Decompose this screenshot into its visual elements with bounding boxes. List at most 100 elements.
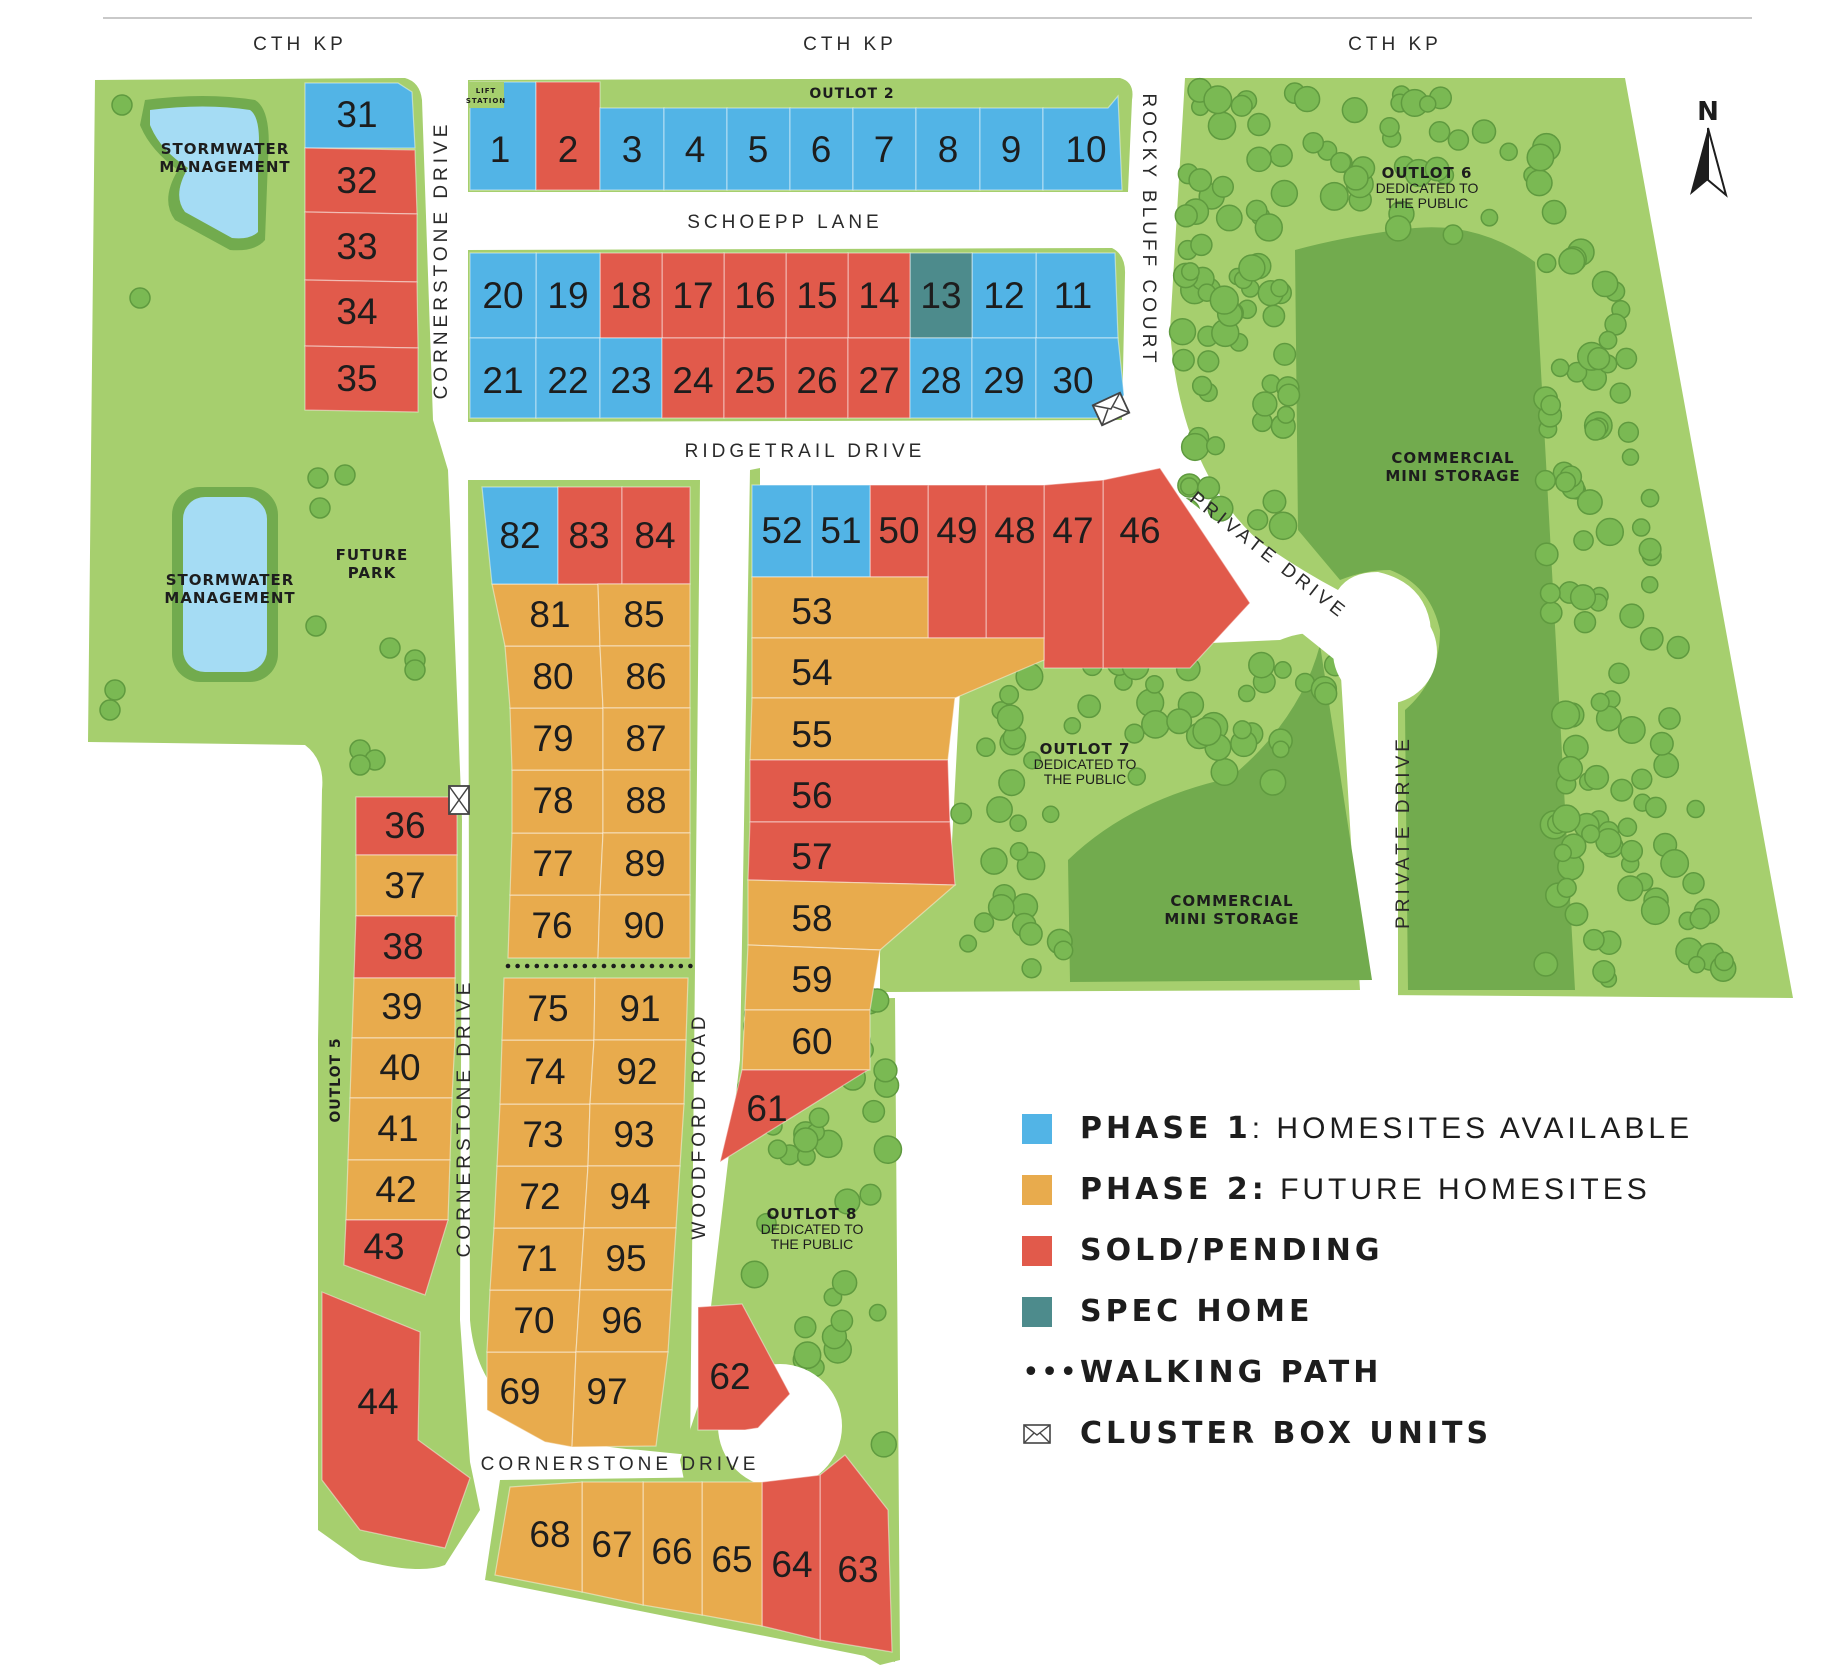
lot-number-74: 74 bbox=[524, 1051, 565, 1092]
lot-97[interactable] bbox=[571, 1351, 669, 1448]
lot-number-65: 65 bbox=[711, 1539, 752, 1580]
lot-53[interactable] bbox=[751, 576, 929, 639]
cluster-box-unit bbox=[1091, 391, 1131, 427]
tree-icon bbox=[980, 847, 1008, 875]
tree-icon bbox=[1640, 895, 1670, 926]
tree-icon bbox=[1262, 304, 1286, 328]
legend-spec-bold: SPEC HOME bbox=[1080, 1294, 1314, 1329]
lot-90[interactable] bbox=[597, 894, 691, 959]
tree-icon bbox=[1558, 247, 1586, 275]
lot-35[interactable] bbox=[304, 345, 419, 413]
lot-number-53: 53 bbox=[791, 591, 832, 632]
tree-icon bbox=[1384, 215, 1412, 242]
walking-path-dot bbox=[553, 963, 559, 969]
tree-icon bbox=[1564, 902, 1589, 927]
tree-icon bbox=[1145, 674, 1164, 694]
tree-icon bbox=[1556, 877, 1577, 898]
lot-56[interactable] bbox=[749, 759, 951, 823]
tree-icon bbox=[1617, 716, 1646, 744]
lot-49[interactable] bbox=[927, 484, 987, 639]
private-drive-vert-road bbox=[1374, 690, 1398, 1000]
tree-icon bbox=[1168, 317, 1197, 346]
tree-icon bbox=[976, 737, 996, 758]
tree-icon bbox=[1180, 432, 1210, 462]
lot-number-42: 42 bbox=[375, 1169, 416, 1210]
lift-station-label-1: LIFT bbox=[476, 87, 497, 95]
lot-number-8: 8 bbox=[938, 129, 959, 170]
tree-icon bbox=[1192, 716, 1222, 747]
lot-54[interactable] bbox=[751, 637, 1045, 699]
lot-62[interactable] bbox=[697, 1303, 791, 1431]
tree-icon bbox=[1550, 358, 1570, 378]
lot-number-95: 95 bbox=[605, 1238, 646, 1279]
tree-icon bbox=[1270, 278, 1289, 298]
lot-number-89: 89 bbox=[624, 843, 665, 884]
lot-number-3: 3 bbox=[622, 129, 643, 170]
lot-55[interactable] bbox=[749, 697, 956, 761]
lot-60[interactable] bbox=[741, 1009, 871, 1071]
lot-number-44: 44 bbox=[357, 1381, 398, 1422]
lot-number-26: 26 bbox=[796, 360, 837, 401]
cluster-box-unit bbox=[448, 785, 470, 815]
road-label-private-drive-vertical: PRIVATE DRIVE bbox=[1393, 735, 1414, 929]
legend-phase1-bold: PHASE 1 bbox=[1080, 1111, 1252, 1146]
lift-station-label-2: STATION bbox=[466, 97, 506, 105]
tree-icon bbox=[1557, 755, 1584, 782]
tree-icon bbox=[1174, 204, 1198, 228]
legend-phase2-bold: PHASE 2: bbox=[1080, 1172, 1268, 1207]
tree-icon bbox=[1553, 843, 1572, 863]
lot-47[interactable] bbox=[1043, 479, 1104, 669]
walking-path-dot bbox=[582, 963, 588, 969]
walking-path-dot bbox=[524, 963, 530, 969]
walking-path-dot bbox=[688, 963, 693, 969]
lot-number-2: 2 bbox=[558, 129, 579, 170]
outlot-8-sub-2: THE PUBLIC bbox=[771, 1236, 853, 1252]
legend-row-walking-path: ••• WALKING PATH bbox=[1022, 1342, 1693, 1403]
lot-number-93: 93 bbox=[613, 1114, 654, 1155]
road-label-cornerstone-drive-upper: CORNERSTONE DRIVE bbox=[431, 121, 452, 400]
lot-37[interactable] bbox=[355, 854, 458, 917]
lot-number-80: 80 bbox=[532, 656, 573, 697]
tree-icon bbox=[1658, 707, 1681, 730]
walking-path-dot bbox=[601, 963, 607, 969]
lot-10[interactable] bbox=[1042, 94, 1123, 191]
tree-icon bbox=[1640, 488, 1660, 508]
tree-icon bbox=[1639, 626, 1664, 651]
tree-icon bbox=[1197, 350, 1220, 373]
lot-57[interactable] bbox=[747, 821, 956, 886]
tree-icon bbox=[1254, 213, 1283, 242]
tree-icon bbox=[1689, 907, 1712, 930]
lot-number-48: 48 bbox=[994, 510, 1035, 551]
lot-number-41: 41 bbox=[377, 1108, 418, 1149]
commercial-lower-label-2: MINI STORAGE bbox=[1164, 910, 1299, 928]
tree-icon bbox=[1640, 575, 1659, 594]
lot-68[interactable] bbox=[494, 1481, 583, 1593]
tree-icon bbox=[1273, 661, 1292, 679]
lot-44[interactable] bbox=[321, 1291, 471, 1549]
tree-icon bbox=[1617, 421, 1640, 443]
tree-icon bbox=[1341, 97, 1368, 124]
lot-48[interactable] bbox=[985, 484, 1045, 639]
tree-icon bbox=[1539, 601, 1563, 625]
tree-icon bbox=[1262, 489, 1287, 514]
lot-43[interactable] bbox=[343, 1219, 449, 1296]
lot-number-67: 67 bbox=[591, 1524, 632, 1565]
tree-icon bbox=[794, 1315, 817, 1339]
lot-61[interactable] bbox=[719, 1069, 871, 1164]
lot-number-50: 50 bbox=[878, 510, 919, 551]
outlot-7-sub-1: DEDICATED TO bbox=[1034, 756, 1137, 772]
commercial-lower-label-1: COMMERCIAL bbox=[1170, 892, 1293, 910]
outlot-7-sub-2: THE PUBLIC bbox=[1044, 771, 1126, 787]
tree-icon bbox=[1525, 169, 1553, 197]
lot-number-61: 61 bbox=[746, 1088, 787, 1129]
tree-icon bbox=[1248, 651, 1275, 679]
tree-icon bbox=[1238, 254, 1266, 282]
lot-number-43: 43 bbox=[363, 1226, 404, 1267]
tree-icon bbox=[868, 1303, 887, 1322]
tree-icon bbox=[1190, 233, 1213, 257]
lot-number-9: 9 bbox=[1001, 129, 1022, 170]
lot-number-71: 71 bbox=[516, 1238, 557, 1279]
tree-icon bbox=[334, 464, 356, 486]
envelope-icon bbox=[1022, 1423, 1052, 1444]
lot-31[interactable] bbox=[304, 82, 416, 149]
